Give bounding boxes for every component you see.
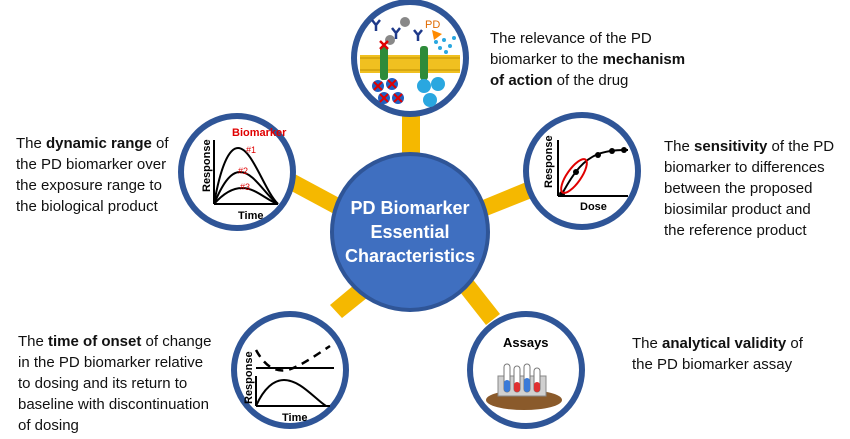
center-title-line1: PD Biomarker [350, 198, 470, 218]
node-analytical: Assays [467, 311, 585, 429]
mechanism-line1: The relevance of the PD [490, 30, 652, 47]
dynamic-line2: the PD biomarker over [16, 156, 167, 173]
sensitivity-text: The sensitivity of the PD biomarker to d… [664, 136, 834, 241]
test-tube-liquid [514, 382, 520, 392]
dynamic-curve-1 [213, 146, 279, 205]
onset-text: The time of onset of change in the PD bi… [18, 331, 211, 436]
center-title: PD Biomarker Essential Characteristics [340, 196, 480, 268]
dynamic-line4: the biological product [16, 198, 158, 215]
receptor-right [420, 46, 428, 80]
onset-x-label: Time [282, 412, 307, 424]
node-sensitivity: Dose Response [523, 112, 641, 230]
block-x-icon [379, 40, 389, 50]
dynamic-chart-title: Biomarker [232, 127, 287, 139]
sensitivity-x-label: Dose [580, 201, 607, 213]
sensitivity-line3: between the proposed [664, 180, 813, 197]
onset-line2: in the PD biomarker relative [18, 354, 204, 371]
mechanism-line2: biomarker to the mechanism [490, 51, 686, 68]
antibody-icons [371, 19, 423, 41]
center-title-line3: Characteristics [344, 246, 476, 266]
onset-response-curve [255, 378, 327, 407]
onset-line5: of dosing [18, 417, 79, 434]
antibody-icon [371, 19, 381, 31]
onset-line3: to dosing and its return to [18, 375, 188, 392]
receptor-left [380, 46, 388, 80]
center-title-line2: Essential [370, 222, 450, 242]
dynamic-line3: the exposure range to [16, 177, 162, 194]
test-tube-liquid [524, 378, 530, 392]
dynamic-curve-1-label: #1 [246, 145, 256, 155]
center-circle [330, 152, 490, 312]
sensitivity-line5: the reference product [664, 222, 807, 239]
onset-line4: baseline with discontinuation [18, 396, 209, 413]
ligand [400, 17, 410, 27]
pd-cone-icon [432, 30, 442, 40]
sensitivity-line1: The sensitivity of the PD [664, 138, 835, 155]
test-tube-liquid [504, 380, 510, 392]
node-onset: Time Response [231, 311, 349, 429]
antibody-icon [413, 29, 423, 41]
onset-line1: The time of onset of change [18, 333, 212, 350]
dynamic-curve-2 [213, 170, 279, 205]
dynamic-line1: The dynamic range of [16, 135, 169, 152]
dynamic-text: The dynamic range of the PD biomarker ov… [16, 133, 169, 217]
sensitivity-y-label: Response [543, 135, 555, 188]
onset-dashed-curve [254, 344, 331, 372]
mechanism-line3: of action of the drug [490, 72, 629, 89]
dynamic-x-label: Time [238, 210, 263, 222]
dynamic-curve-2-label: #2 [238, 166, 248, 176]
dynamic-curve-3 [213, 186, 279, 205]
analytical-line2: the PD biomarker assay [632, 356, 793, 373]
node-mechanism: PD [351, 0, 469, 117]
test-tube-liquid [534, 382, 540, 392]
sensitivity-line2: biomarker to differences [664, 159, 825, 176]
assays-label: Assays [503, 335, 549, 350]
node-dynamic: Biomarker #1 #2 #3 Time Response [178, 113, 296, 231]
dynamic-curve-3-label: #3 [240, 182, 250, 192]
mechanism-text: The relevance of the PD biomarker to the… [490, 28, 685, 91]
dynamic-y-label: Response [201, 139, 213, 192]
sensitive-region-highlight [560, 158, 588, 194]
pd-dots [434, 36, 456, 54]
analytical-line1: The analytical validity of [632, 335, 803, 352]
intracellular-molecules [372, 77, 445, 107]
sensitivity-line4: biosimilar product and [664, 201, 811, 218]
pd-label: PD [425, 19, 440, 31]
antibody-icon [391, 27, 401, 39]
onset-y-label: Response [243, 351, 255, 404]
node-sensitivity-ring [523, 112, 641, 230]
analytical-text: The analytical validity of the PD biomar… [632, 333, 803, 375]
